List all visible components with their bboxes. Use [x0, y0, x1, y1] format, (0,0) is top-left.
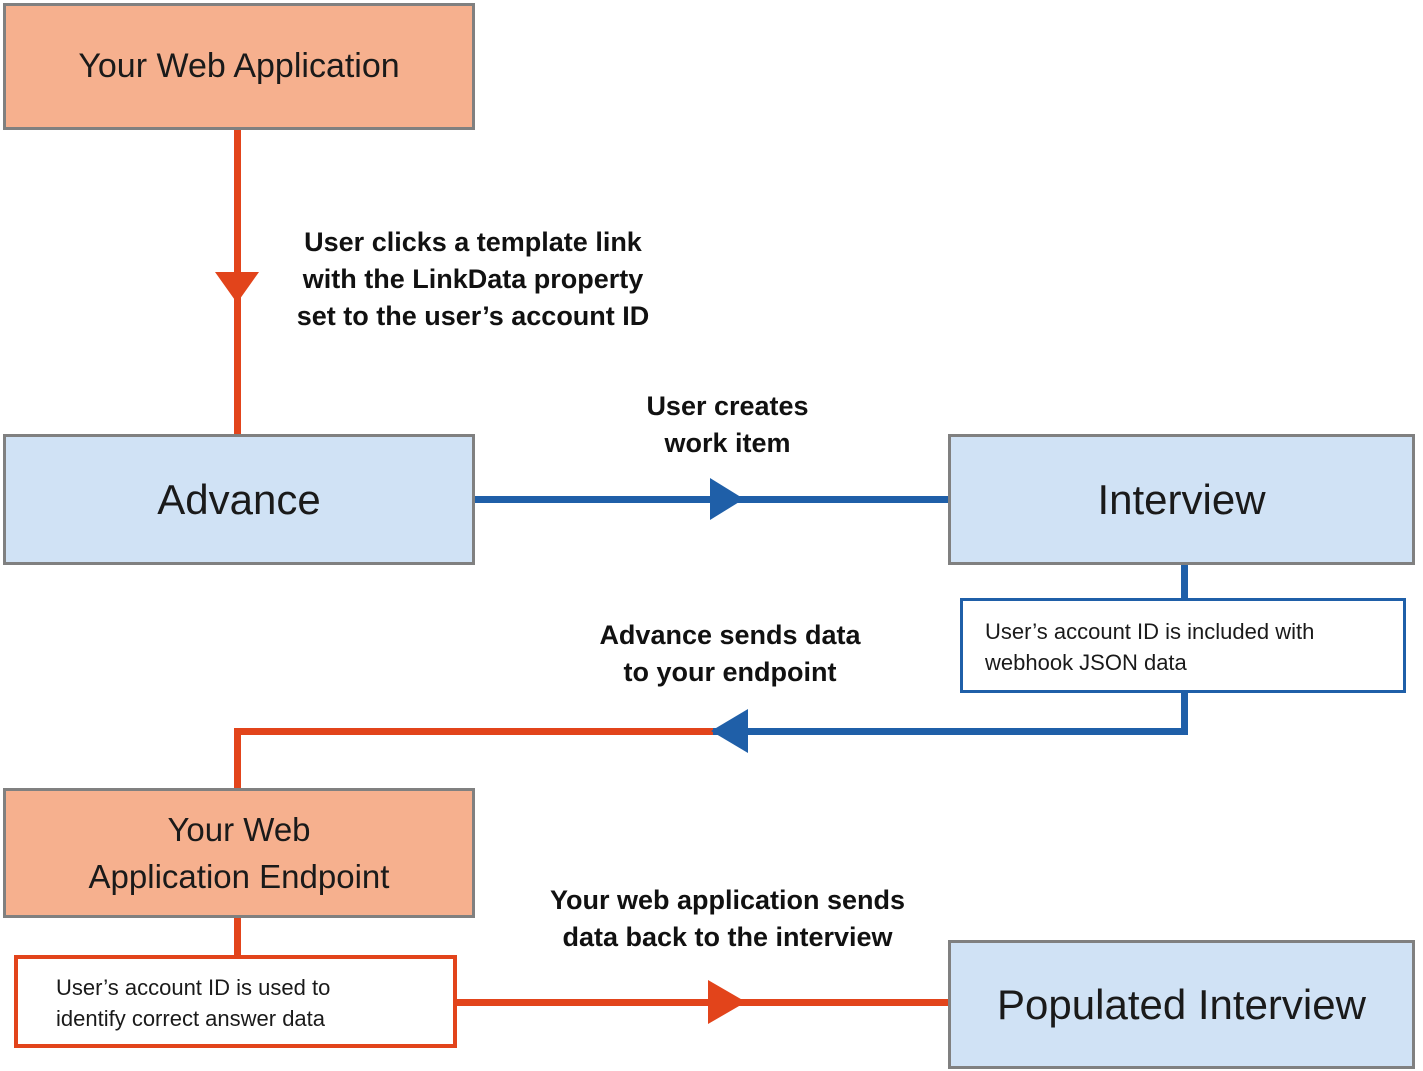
label-template-link-line3: set to the user’s account ID — [296, 301, 650, 331]
connector-interview-left — [713, 728, 1188, 735]
note-account-id: User’s account ID is used to identify co… — [14, 955, 457, 1048]
box-endpoint: Your Web Application Endpoint — [3, 788, 475, 918]
box-your-web-application-label: Your Web Application — [78, 47, 400, 85]
label-sends-data-line2: to your endpoint — [623, 657, 837, 687]
label-sends-back-line2: data back to the interview — [562, 922, 893, 952]
arrowhead-down-icon — [215, 272, 259, 303]
label-template-link-line2: with the LinkData property — [302, 264, 644, 294]
label-sends-data-line1: Advance sends data — [599, 620, 861, 650]
arrowhead-right-red-icon — [708, 980, 746, 1024]
label-template-link-line1: User clicks a template link — [304, 227, 642, 257]
box-interview-label: Interview — [1097, 475, 1266, 523]
connector-to-endpoint-horizontal — [234, 728, 713, 735]
note-webhook-json-line1: User’s account ID is included with — [985, 619, 1315, 644]
box-endpoint-label-line2: Application Endpoint — [88, 858, 390, 895]
note-account-id-line2: identify correct answer data — [56, 1006, 326, 1031]
connector-endpoint-to-note — [234, 918, 241, 955]
box-populated-interview: Populated Interview — [948, 940, 1415, 1069]
box-populated-interview-label: Populated Interview — [997, 980, 1366, 1028]
connector-to-endpoint-vertical — [234, 728, 241, 790]
label-sends-back: Your web application sends data back to … — [530, 882, 925, 956]
note-webhook-json-line2: webhook JSON data — [985, 650, 1187, 675]
label-creates-work-item-line2: work item — [664, 428, 791, 458]
note-webhook-json: User’s account ID is included with webho… — [960, 598, 1406, 693]
label-creates-work-item: User creates work item — [615, 388, 840, 462]
box-advance-label: Advance — [157, 475, 321, 523]
arrowhead-right-icon — [710, 478, 744, 520]
label-creates-work-item-line1: User creates — [646, 391, 809, 421]
connector-endpoint-to-populated — [457, 999, 948, 1006]
box-advance: Advance — [3, 434, 475, 565]
box-endpoint-label-line1: Your Web — [167, 811, 311, 848]
label-template-link: User clicks a template link with the Lin… — [263, 224, 683, 335]
note-account-id-line1: User’s account ID is used to — [56, 975, 331, 1000]
box-interview: Interview — [948, 434, 1415, 565]
label-sends-back-line1: Your web application sends — [549, 885, 906, 915]
box-your-web-application: Your Web Application — [3, 3, 475, 130]
arrowhead-left-icon — [711, 709, 748, 753]
label-sends-data: Advance sends data to your endpoint — [565, 617, 895, 691]
